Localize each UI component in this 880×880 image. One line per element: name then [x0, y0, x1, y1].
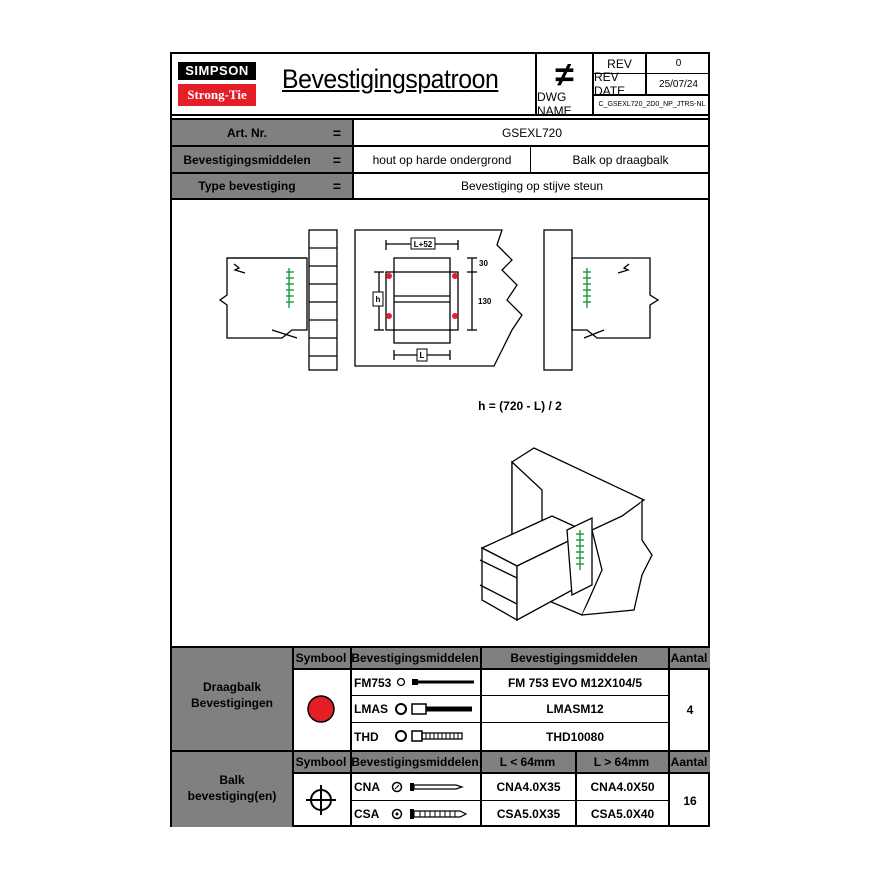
dwg-name-value: C_GSEXL720_2D0_NP_JTRS-NL	[598, 100, 706, 108]
dim-30: 30	[479, 259, 488, 268]
table1-code: THD	[354, 729, 379, 744]
technical-drawing: L+52 30 130 h L h = (720 - L) / 2	[218, 229, 660, 622]
table2-value-b: CSA5.0X40	[590, 807, 655, 821]
table1-bev-header: Bevestigingsmiddelen	[351, 651, 479, 665]
table2-value-a: CSA5.0X35	[496, 807, 561, 821]
nail-cna-icon	[391, 781, 464, 793]
logo-strongtie: Strong-Tie	[178, 84, 256, 106]
screw-thd-icon	[395, 730, 463, 742]
table1-bev-header-2: Bevestigingsmiddelen	[510, 651, 638, 665]
table1-group-cell	[172, 648, 292, 750]
table1-aantal: 4	[686, 703, 694, 717]
table2-bev-header: Bevestigingsmiddelen	[351, 755, 479, 769]
table2-header-row	[292, 752, 710, 772]
anchor-lmas-icon	[395, 703, 472, 715]
table1-group-label-1: Draagbalk	[202, 680, 262, 694]
rev-label: REV	[607, 56, 632, 71]
table2-group-label-2: bevestiging(en)	[187, 789, 277, 803]
rev-value: 0	[675, 58, 682, 69]
equals-sign: =	[332, 178, 342, 194]
crosshair-symbol-icon	[305, 784, 337, 816]
table1-header-row	[292, 648, 710, 668]
page-title: Bevestigingspatroon	[282, 64, 499, 94]
table1-product: FM 753 EVO M12X104/5	[507, 675, 643, 690]
table2-group-label-1: Balk	[219, 773, 245, 787]
formula: h = (720 - L) / 2	[478, 399, 562, 413]
bev-value-1: hout op harde ondergrond	[372, 152, 512, 167]
table2-aantal-header: Aantal	[670, 755, 708, 769]
screw-csa-icon	[391, 808, 468, 820]
table1-symbool-header: Symbool	[295, 651, 347, 665]
table1-code: LMAS	[354, 702, 388, 716]
anchor-fm753-icon	[396, 677, 474, 687]
logo-simpson: SIMPSON	[178, 62, 256, 80]
dwg-name-label: DWG NAME	[537, 90, 572, 118]
bevestigingsmiddelen-label: Bevestigingsmiddelen	[183, 152, 311, 167]
table2-col-a-header: L < 64mm	[499, 755, 556, 769]
red-dot-symbol-icon	[306, 694, 336, 724]
table2-col-b-header: L > 64mm	[593, 755, 650, 769]
table1-product: THD10080	[545, 729, 605, 744]
table1-aantal-header: Aantal	[670, 651, 708, 665]
table2-value-b: CNA4.0X50	[590, 780, 655, 794]
table1-code: FM753	[354, 675, 392, 690]
equals-sign: =	[332, 124, 342, 141]
equals-sign: =	[332, 151, 342, 168]
brand-logo: SIMPSON Strong-Tie	[172, 54, 260, 114]
type-bevestiging-value: Bevestiging op stijve steun	[460, 179, 604, 193]
dim-l: L	[420, 351, 425, 360]
table1-group-label-2: Bevestigingen	[190, 696, 274, 710]
table2-code: CSA	[354, 807, 380, 821]
info-label-column	[172, 120, 352, 198]
rev-date-label: REV DATE	[594, 70, 626, 98]
art-nr-value: GSEXL720	[501, 125, 563, 140]
table2-value-a: CNA4.0X35	[496, 780, 561, 794]
not-equal-icon: ≠	[555, 55, 574, 94]
art-nr-label: Art. Nr.	[226, 125, 267, 140]
dim-l52: L+52	[414, 240, 433, 249]
table2-symbool-header: Symbool	[295, 755, 347, 769]
bev-value-2: Balk op draagbalk	[572, 152, 669, 167]
dim-130: 130	[478, 297, 492, 306]
rev-date-value: 25/07/24	[659, 78, 698, 90]
table2-code: CNA	[354, 780, 380, 794]
table2-group-cell	[172, 752, 292, 827]
drawing-sheet: SIMPSON Strong-Tie Bevestigingspatroon ≠…	[170, 52, 710, 827]
dim-h: h	[376, 295, 381, 304]
table2-aantal: 16	[683, 793, 697, 808]
type-bevestiging-label: Type bevestiging	[198, 179, 296, 193]
table1-product: LMASM12	[546, 702, 604, 716]
